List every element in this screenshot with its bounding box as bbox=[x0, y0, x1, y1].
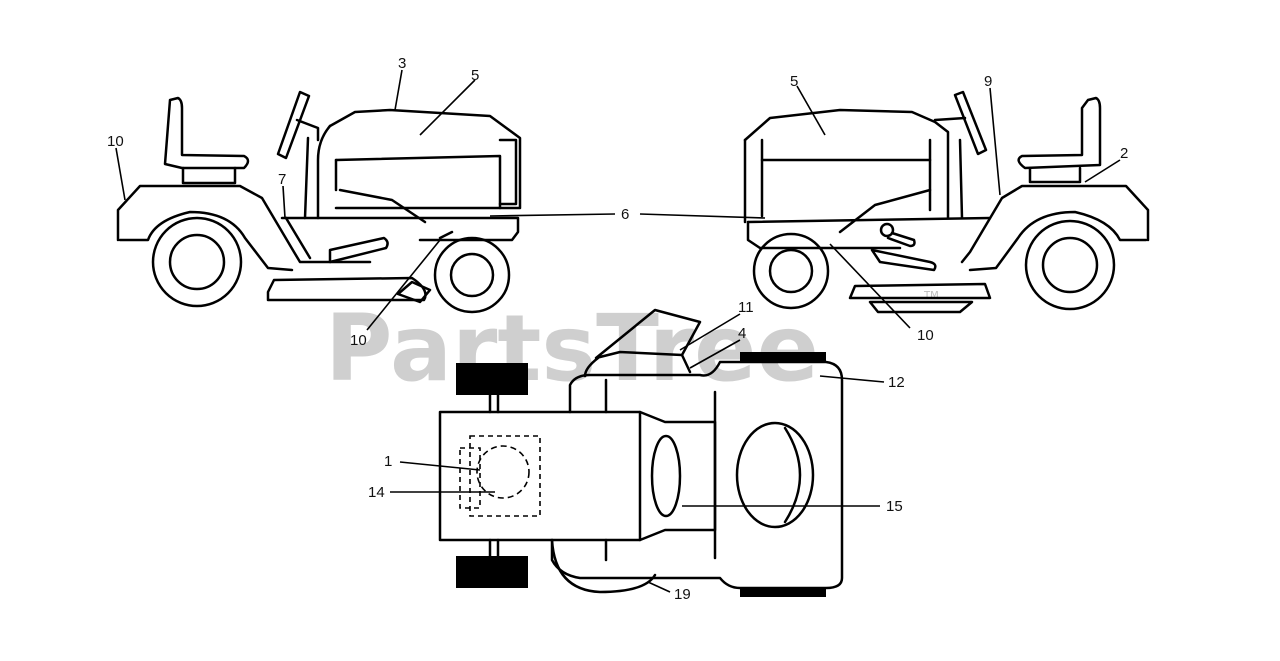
callout-19: 19 bbox=[674, 586, 691, 603]
watermark-trademark: TM bbox=[923, 290, 939, 301]
front-tire-bottom bbox=[740, 588, 826, 597]
callout-7: 7 bbox=[278, 171, 286, 188]
rear-tire-bottom bbox=[456, 556, 528, 588]
callout-1: 1 bbox=[384, 453, 392, 470]
callout-9: 9 bbox=[984, 73, 992, 90]
callout-8: 10 bbox=[107, 133, 124, 150]
tractor-right-side-view bbox=[743, 90, 1150, 314]
callout-2: 2 bbox=[1120, 145, 1128, 162]
callout-5-right: 5 bbox=[790, 73, 798, 90]
tractor-left-side-view bbox=[116, 90, 522, 314]
callout-labels: 3 5 10 7 6 10 5 9 2 10 11 4 12 1 14 15 1… bbox=[107, 55, 1128, 603]
callout-5-left: 5 bbox=[471, 67, 479, 84]
callout-12: 12 bbox=[888, 374, 905, 391]
callout-4: 4 bbox=[738, 325, 746, 342]
front-tire-top bbox=[740, 352, 826, 362]
callout-3: 3 bbox=[398, 55, 406, 72]
callout-14: 14 bbox=[368, 484, 385, 501]
watermark-text: PartsTree bbox=[325, 295, 819, 402]
callout-15: 15 bbox=[886, 498, 903, 515]
leader-lines bbox=[115, 69, 1121, 593]
callout-10-right: 10 bbox=[917, 327, 934, 344]
rear-tire-top bbox=[456, 363, 528, 395]
callout-11: 11 bbox=[738, 299, 754, 316]
callout-10-left: 10 bbox=[350, 332, 367, 349]
callout-6: 6 bbox=[621, 206, 629, 223]
tractor-top-view bbox=[438, 308, 844, 597]
